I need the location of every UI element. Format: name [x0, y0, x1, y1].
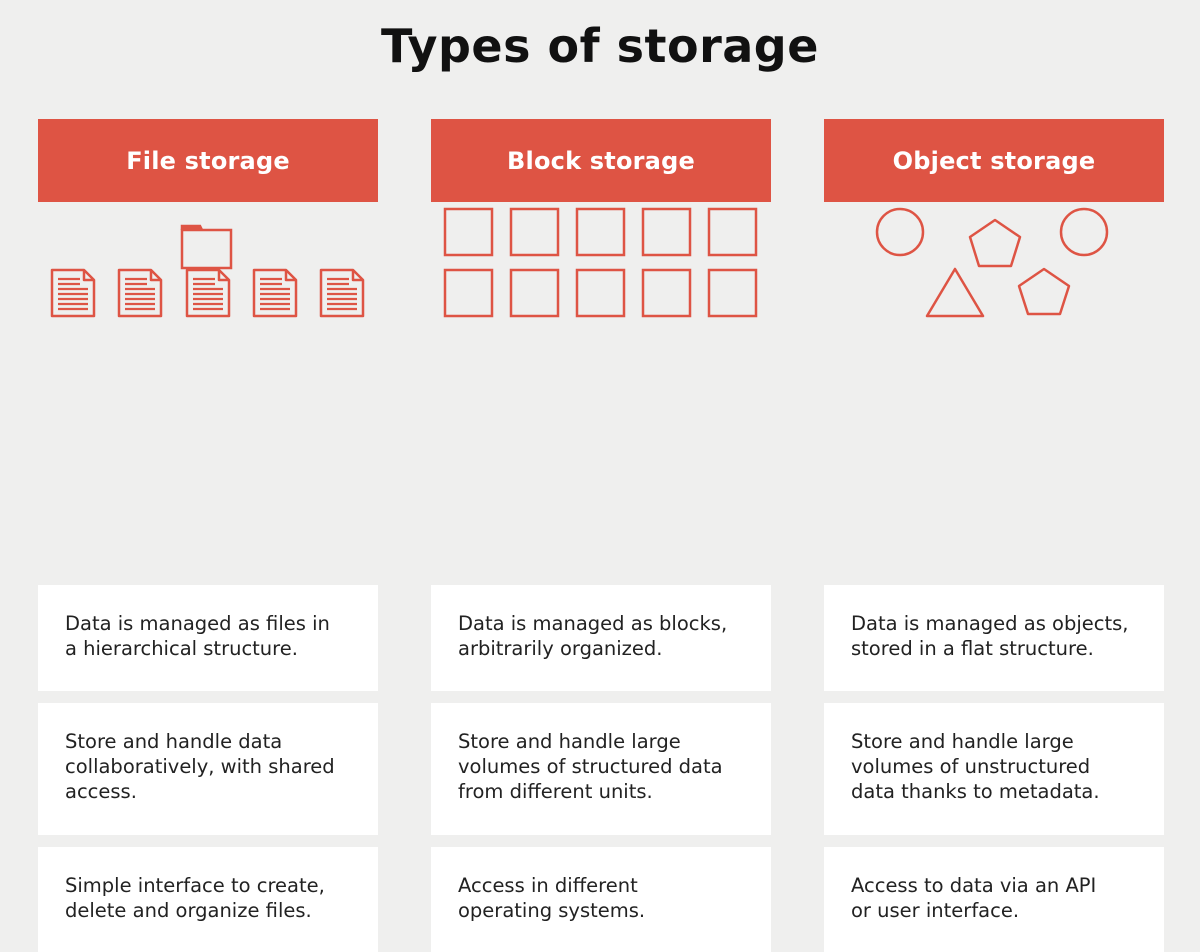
- document-icon: [319, 268, 365, 318]
- card-text-line: Store and handle large: [851, 730, 1074, 753]
- card-text-line: a hierarchical structure.: [65, 637, 298, 660]
- card-text-line: Simple interface to create,: [65, 874, 325, 897]
- card-text-line: volumes of structured data: [458, 755, 723, 778]
- block-icon: [641, 268, 692, 318]
- card-text-line: arbitrarily organized.: [458, 637, 663, 660]
- card-text-line: volumes of unstructured: [851, 755, 1091, 778]
- card-text-line: Data is managed as blocks,: [458, 612, 728, 635]
- card-text-line: delete and organize files.: [65, 899, 312, 922]
- block-icon: [641, 207, 692, 257]
- document-icons: [50, 268, 365, 318]
- header-file-storage: File storage: [38, 119, 378, 202]
- block-icon: [575, 268, 626, 318]
- circle-icon: [875, 207, 925, 257]
- card-text-line: Access in different: [458, 874, 638, 897]
- header-object-storage: Object storage: [824, 119, 1164, 202]
- card-text-line: Data is managed as files in: [65, 612, 330, 635]
- card-text-line: operating systems.: [458, 899, 646, 922]
- card-object-1: Data is managed as objects, stored in a …: [824, 585, 1164, 691]
- page-title: Types of storage: [381, 19, 819, 73]
- block-grid-icon: [431, 202, 771, 352]
- document-icon: [185, 268, 231, 318]
- card-text-line: Data is managed as objects,: [851, 612, 1129, 635]
- circle-icon: [1059, 207, 1109, 257]
- card-block-1: Data is managed as blocks, arbitrarily o…: [431, 585, 771, 691]
- object-shapes-icon: [824, 202, 1164, 352]
- pentagon-icon: [968, 218, 1022, 268]
- folder-icon: [180, 224, 233, 270]
- block-storage-illustration: [443, 207, 758, 318]
- object-storage-illustration: [875, 207, 1109, 318]
- card-file-1: Data is managed as files in a hierarchic…: [38, 585, 378, 691]
- document-icon: [252, 268, 298, 318]
- card-text-line: Store and handle large: [458, 730, 681, 753]
- card-block-3: Access in different operating systems.: [431, 847, 771, 952]
- document-icon: [50, 268, 96, 318]
- column-block-storage: Block storage Data is managed as blocks,…: [431, 119, 771, 952]
- card-text-line: from different units.: [458, 780, 653, 803]
- pentagon-icon: [1017, 267, 1071, 316]
- card-text-line: Access to data via an API: [851, 874, 1097, 897]
- card-text-line: collaboratively, with shared: [65, 755, 335, 778]
- column-file-storage: File storage Data is managed as files in…: [38, 119, 378, 952]
- block-icon: [509, 268, 560, 318]
- card-object-2: Store and handle large volumes of unstru…: [824, 703, 1164, 835]
- block-icon: [707, 207, 758, 257]
- block-icon: [575, 207, 626, 257]
- column-object-storage: Object storage Data is managed as object…: [824, 119, 1164, 952]
- folder-with-documents-icon: [38, 202, 378, 352]
- card-text-line: stored in a flat structure.: [851, 637, 1094, 660]
- card-text-line: Store and handle data: [65, 730, 283, 753]
- card-object-3: Access to data via an API or user interf…: [824, 847, 1164, 952]
- card-text-line: data thanks to metadata.: [851, 780, 1100, 803]
- header-block-storage: Block storage: [431, 119, 771, 202]
- block-icon: [707, 268, 758, 318]
- document-icon: [117, 268, 163, 318]
- card-text-line: or user interface.: [851, 899, 1020, 922]
- file-storage-illustration: [50, 224, 365, 318]
- card-text-line: access.: [65, 780, 137, 803]
- block-icon: [443, 207, 494, 257]
- triangle-icon: [925, 267, 985, 318]
- block-grid: [443, 207, 758, 318]
- block-icon: [443, 268, 494, 318]
- card-file-2: Store and handle data collaboratively, w…: [38, 703, 378, 835]
- card-block-2: Store and handle large volumes of struct…: [431, 703, 771, 835]
- block-icon: [509, 207, 560, 257]
- card-file-3: Simple interface to create, delete and o…: [38, 847, 378, 952]
